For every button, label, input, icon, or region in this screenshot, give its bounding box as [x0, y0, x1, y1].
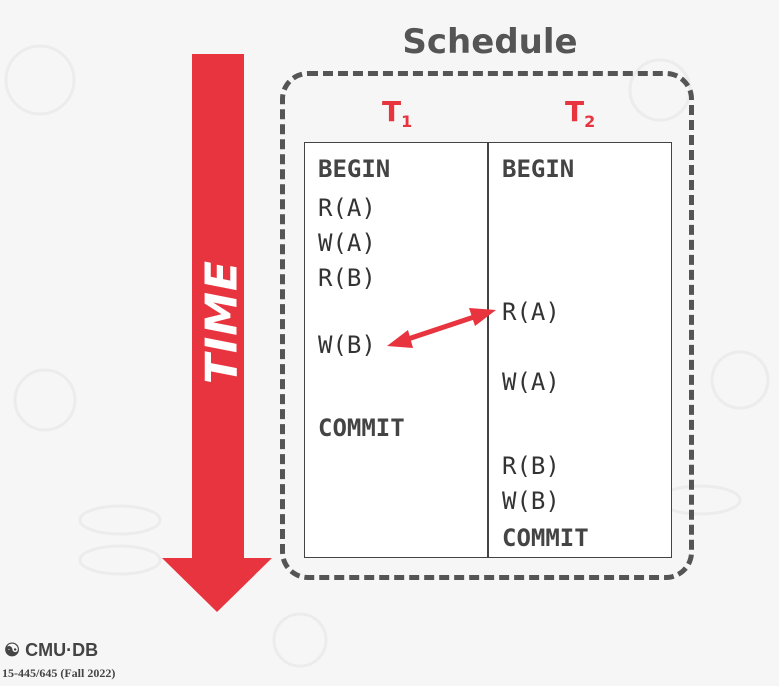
t1-begin: BEGIN [318, 155, 391, 183]
t1-read-b: R(B) [318, 264, 376, 292]
t1-commit: COMMIT [318, 414, 405, 442]
schedule-title: Schedule [402, 22, 578, 62]
t2-read-b: R(B) [502, 452, 560, 480]
schedule-box [280, 71, 694, 580]
t2-commit: COMMIT [502, 524, 589, 552]
t2-write-b: W(B) [502, 487, 560, 515]
t1-read-a: R(A) [318, 194, 376, 222]
t1-write-b: W(B) [318, 331, 376, 359]
t2-read-a: R(A) [502, 298, 560, 326]
cmu-db-logo: ☯ CMU·DB [4, 640, 99, 660]
t1-write-a: W(A) [318, 229, 376, 257]
t2-write-a: W(A) [502, 368, 560, 396]
txn-header-t2: T2 [565, 95, 596, 131]
database-icon: ☯ [4, 640, 21, 660]
column-divider [487, 142, 489, 558]
t2-begin: BEGIN [502, 155, 575, 183]
txn-header-t1: T1 [382, 95, 413, 131]
course-label: 15-445/645 (Fall 2022) [2, 666, 116, 680]
